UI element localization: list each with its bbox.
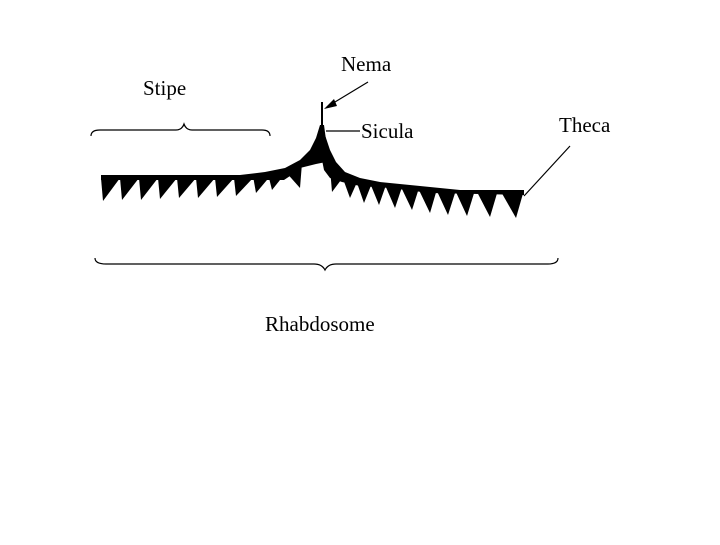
theca-tooth xyxy=(158,178,177,199)
theca-pointer-line xyxy=(523,145,571,197)
theca-tooth xyxy=(330,168,344,192)
sicula-label: Sicula xyxy=(361,119,414,143)
theca-tooth xyxy=(139,178,158,200)
theca-tooth xyxy=(370,183,386,205)
stipe-label: Stipe xyxy=(143,76,187,100)
theca-tooth xyxy=(177,178,196,198)
theca-tooth xyxy=(356,180,372,203)
left-thecae xyxy=(101,163,302,201)
rhabdosome-brace xyxy=(94,257,559,272)
stipe-brace xyxy=(90,122,271,137)
theca-tooth xyxy=(342,176,358,198)
theca-tooth xyxy=(268,170,288,190)
theca-tooth xyxy=(436,189,456,215)
nema-arrowhead xyxy=(324,99,337,109)
theca-label: Theca xyxy=(559,113,611,137)
theca-tooth xyxy=(284,163,302,188)
theca-tooth xyxy=(401,187,419,210)
nema-label: Nema xyxy=(341,52,392,76)
theca-tooth xyxy=(196,178,215,198)
theca-tooth xyxy=(385,185,402,208)
theca-tooth xyxy=(215,178,234,197)
rhabdosome-label: Rhabdosome xyxy=(265,312,375,336)
nema-pointer-line xyxy=(329,81,369,106)
right-thecae xyxy=(330,168,524,218)
theca-tooth xyxy=(455,190,475,216)
theca-tooth xyxy=(476,190,498,217)
theca-tooth xyxy=(253,174,272,193)
theca-tooth xyxy=(234,178,253,196)
theca-tooth xyxy=(500,190,524,218)
theca-tooth xyxy=(120,178,139,200)
theca-tooth xyxy=(101,178,120,201)
theca-tooth xyxy=(418,188,437,213)
